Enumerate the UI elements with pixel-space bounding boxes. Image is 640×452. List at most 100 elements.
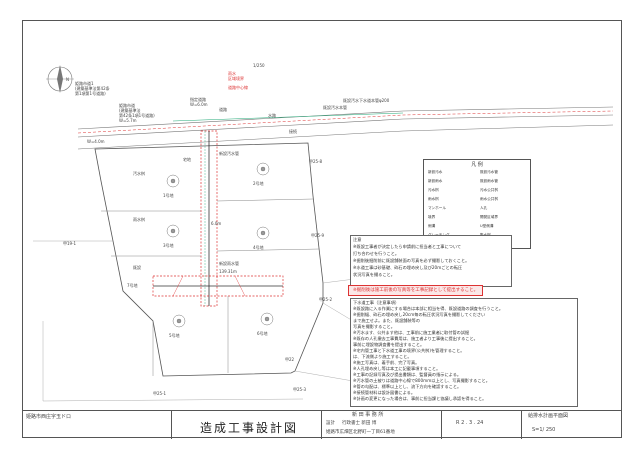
applicant-header: 新 田 事 務 所	[352, 412, 384, 418]
road-box-line-2: (建築基準法第42条	[75, 86, 110, 91]
legend-symbol-4: 雨水桝	[428, 197, 439, 201]
plot-7: 7号地	[127, 283, 138, 288]
legend-symbol-6: 境界	[428, 215, 436, 219]
drawing-title: 造成工事設計図	[200, 421, 299, 435]
notes2-line-6: ※既存の人孔撤去工事費用は、施工者より工事後に提出すること。	[353, 336, 478, 341]
notes1-line-3: ※掘削後掘削前に既設舗装面の写真を必ず撮影しておくこと。	[353, 258, 470, 263]
sewer-note: 既設汚水下水道本管φ200	[343, 98, 390, 103]
notes1-line-5: 状況写真を撮ること。	[353, 272, 395, 277]
sheet-name: 給排水計画平面図	[528, 413, 569, 419]
legend-text-2: 既設雨水管	[480, 179, 498, 183]
notes2-line-13: ※汚水管の土被りは道路中心線で800mm以上とし、写真撮影すること。	[353, 378, 490, 383]
dim-label-2: 6.0m	[211, 221, 222, 226]
notes1-title: 注意	[353, 237, 362, 242]
notes-box-1: 注意 ※既設工事者が決定したら申請前に担当者と工事について 打ち合わせを行うこと…	[350, 235, 512, 287]
road-note-2: (建築基準法	[119, 108, 141, 113]
notes2-title: 下水道工事（注意事項）	[353, 300, 400, 305]
notes-box-2: 下水道工事（注意事項） ※既設路に入る作業にする場合は本部に相当を得、既設道路の…	[350, 298, 578, 407]
top-red-box-line-2: 区域境界	[228, 76, 244, 81]
date: R 2 . 3 . 24	[456, 420, 484, 426]
plot-4: 4号地	[253, 245, 264, 250]
location-cell: 姫路市西庄字玉ドロ	[22, 411, 172, 439]
center-road-note-2: W=6.0m	[190, 102, 208, 107]
legend-box: 凡 例 新設汚水 既設汚水管 新設雨水 既設雨水管 汚水桝 汚水公共桝 雨水桝 …	[423, 159, 531, 249]
dim-label-3: 宅地	[183, 157, 191, 162]
lot-label-2: 甲25-9	[311, 233, 325, 238]
sheet-cell: 給排水計画平面図 S=1/ 250	[522, 411, 622, 439]
notes2-line-16: ※計画の変更になった場合は、事前に担当課と協議し承認を得ること。	[353, 396, 487, 401]
road-box-line-1: 姫路市道1	[75, 81, 94, 86]
north-label: N	[66, 77, 69, 82]
small-note-1: 新設汚水管	[219, 151, 239, 156]
notes2-line-11: ※人孔埋め戻し等は本工に記載事項すること。	[353, 366, 441, 371]
north-arrow-icon	[46, 65, 74, 93]
small-note-3: 既設	[133, 265, 141, 270]
plot-6: 6号地	[257, 331, 268, 336]
center-road-note-1: 指定道路	[190, 97, 206, 102]
legend-symbol-5: マンホール	[428, 206, 446, 210]
lot-label-5: 甲22	[285, 357, 295, 362]
designer-label: 設計	[326, 421, 335, 426]
plot-5: 5号地	[169, 333, 180, 338]
site-plan-drawing	[33, 65, 614, 402]
lot-dividers	[101, 198, 320, 376]
designer-name: 行政書士 新田 博	[342, 421, 377, 426]
plot-2: 2号地	[253, 181, 264, 186]
road-note-4: W=5.7m	[119, 118, 137, 123]
notes2-line-7: 事前に埋設物調査書を提出すること。	[353, 342, 425, 347]
top-red-label: 道路中心線	[228, 85, 248, 90]
notes2-line-12: ※工事の記録写真及び提出書類は、監督員の指示による。	[353, 372, 462, 377]
legend-text-3: 汚水公共桝	[480, 188, 498, 192]
title-cell: 造成工事設計図	[172, 411, 322, 439]
lot-label-4: 甲19-1	[63, 241, 77, 246]
notes2-line-4: 写真を撮影すること。	[353, 324, 395, 329]
notes2-line-15: ※接続管材料は設計図書による。	[353, 390, 416, 395]
road-box-line-3: 第1項第1号道路)	[75, 91, 106, 96]
notes2-line-14: ※管の勾配は、標準以上とし、流下方向を確認すること。	[353, 384, 462, 389]
small-note-2: 新設雨水管	[219, 261, 239, 266]
legend-text-6: 開発区域界	[480, 215, 498, 219]
lot-label-6: 甲25-1	[153, 391, 167, 396]
new-road-label: 道路	[219, 107, 227, 112]
sewer-note-2: 既設汚水本管	[323, 105, 347, 110]
plot-1: 1号地	[163, 193, 174, 198]
address: 姫路市広畑区北野町一丁目61番地	[326, 430, 395, 435]
legend-text-5: 人孔	[480, 206, 488, 210]
title-block: 姫路市西庄字玉ドロ 造成工事設計図 新 田 事 務 所 設計 行政書士 新田 博…	[22, 410, 622, 439]
notes1-line-4: ※水道工事は砂基礎、砕石の埋め戻し及び20mごとの転圧	[353, 265, 463, 270]
sheet-scale: S=1/ 250	[532, 427, 556, 433]
notes1-line-2: 打ち合わせを行うこと。	[353, 251, 400, 256]
red-banner-note: ※掘削後は施工前後の写真等を工事記録として提出すること。	[348, 285, 484, 296]
legend-symbol-2: 新設雨水	[428, 179, 443, 183]
scale-label: 1/250	[253, 63, 265, 68]
legend-symbol-1: 新設汚水	[428, 170, 443, 174]
dim-label-1: 139.31m	[219, 269, 237, 274]
lot-label-1: 甲25-8	[309, 159, 323, 164]
notes2-line-3: まで施工せよ。また、既設舗装等の	[353, 318, 421, 323]
notes2-line-5: ※汚水ます、公共ます他は、工事前に施工業者に取付管の試掘	[353, 330, 470, 335]
road-note-3: 第42条1項1号道路)	[119, 113, 155, 118]
lot-label-7: 甲25-3	[293, 387, 307, 392]
lot-label-3: 甲25-2	[319, 297, 333, 302]
road-note-1: 姫路市道	[119, 103, 135, 108]
legend-symbol-7: 側溝	[428, 224, 436, 228]
applicant-cell: 新 田 事 務 所 設計 行政書士 新田 博 姫路市広畑区北野町一丁目61番地	[322, 411, 442, 439]
small-note-4: 接続	[289, 129, 297, 134]
notes2-line-1: ※既設路に入る作業にする場合は本部に相当を得、既設道路の調査を行うこと。	[353, 306, 504, 311]
drawing-sheet: N 姫路市道1 (建築基準法第42条 第1項第1号道路) 姫路市道 (建築基準法…	[22, 20, 622, 438]
legend-text-7: U型側溝	[480, 224, 494, 228]
notes2-line-8: ※宅内管工事と下水道工事の境界(公共桝)を管理すること。	[353, 348, 465, 353]
plot-3: 3号地	[163, 243, 174, 248]
center-road	[152, 130, 284, 307]
legend-title: 凡 例	[471, 162, 483, 168]
legend-symbol-3: 汚水桝	[428, 188, 439, 192]
top-red-box-line-1: 雨水	[228, 71, 236, 76]
main-road	[77, 106, 614, 150]
notes2-line-10: ※施工写真は、着手前、完了写真。	[353, 360, 420, 365]
notes2-line-9: は、下流側より施工すること。	[353, 354, 412, 359]
legend-text-1: 既設汚水管	[480, 170, 498, 174]
date-cell: R 2 . 3 . 24	[442, 411, 522, 439]
location-label: 姫路市西庄字玉ドロ	[26, 414, 72, 420]
legend-text-4: 雨水公共桝	[480, 197, 498, 201]
notes1-line-1: ※既設工事者が決定したら申請前に担当者と工事について	[353, 244, 462, 249]
